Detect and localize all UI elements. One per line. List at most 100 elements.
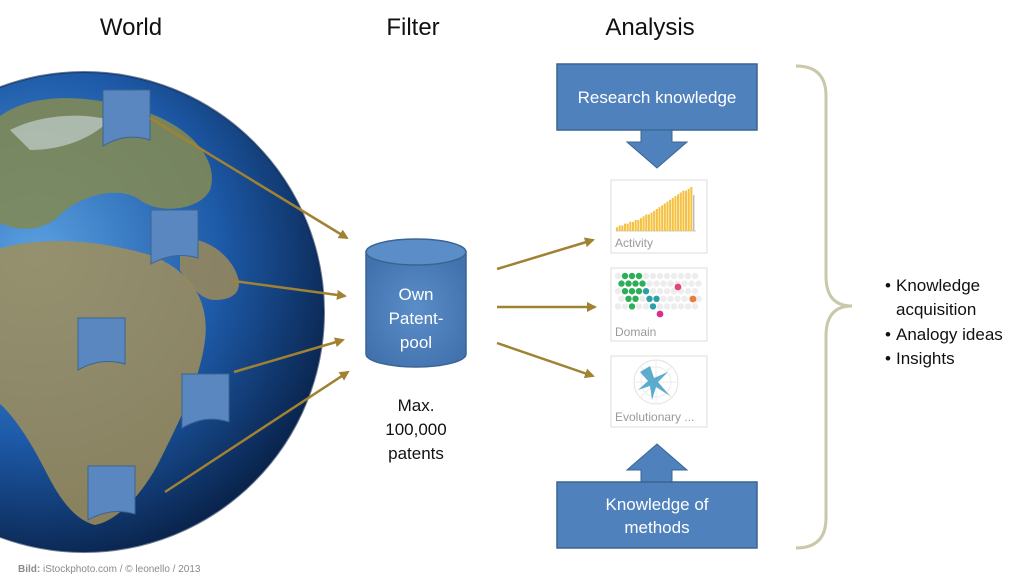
capacity-line-2: 100,000 [385,420,446,439]
outflow-arrow-1 [497,240,593,269]
domain-cell-highlight-magenta [657,311,664,318]
activity-bar [661,205,663,231]
results-list: • Knowledge acquisition • Analogy ideas … [885,276,1003,368]
domain-cell [622,273,628,279]
activity-bar [658,207,660,231]
domain-cell [632,280,638,286]
domain-cell [618,296,624,302]
activity-bar [688,189,690,231]
domain-cell [667,280,673,286]
activity-bar [685,191,687,231]
pool-line-1: Own [399,285,434,304]
domain-cell [615,273,621,279]
domain-cell [653,280,659,286]
pool-line-3: pool [400,333,432,352]
activity-bar [653,211,655,231]
domain-cell [653,296,659,302]
domain-cell [646,280,652,286]
domain-cell [622,303,628,309]
domain-cell [615,288,621,294]
research-down-arrow [627,130,687,168]
outflow-arrows [497,240,595,376]
patent-document-1 [103,90,150,146]
patent-document-5 [88,466,135,520]
domain-card-label: Domain [615,325,656,339]
result-2-line-1: Analogy ideas [896,325,1003,344]
domain-cell [664,288,670,294]
result-1-line-2: acquisition [896,300,976,319]
domain-cell [664,303,670,309]
domain-cell [636,303,642,309]
domain-cell [650,303,656,309]
result-1-line-1: Knowledge [896,276,980,295]
domain-cell [618,280,624,286]
activity-bar [690,187,692,231]
domain-card[interactable]: Domain [611,268,707,341]
activity-bar [619,226,621,232]
domain-cell [646,296,652,302]
activity-bar [629,222,631,231]
activity-bar [616,227,618,231]
earth-globe-image [0,72,324,552]
domain-cell-highlight-orange [690,296,697,303]
activity-bar [674,196,676,231]
domain-cell [657,288,663,294]
activity-bar [621,226,623,232]
activity-bar [648,215,650,232]
domain-cell [667,296,673,302]
domain-cell [636,273,642,279]
domain-cell-highlight-pink [675,284,682,291]
header-filter: Filter [386,14,439,41]
credit-text: iStockphoto.com / © leonello / 2013 [40,564,201,575]
result-item-3: • Insights [885,349,955,368]
domain-cell [674,296,680,302]
evolutionary-card-label: Evolutionary ... [615,410,694,424]
activity-bar [677,194,679,231]
result-item-2: • Analogy ideas [885,325,1003,344]
activity-bar [682,191,684,231]
outflow-arrow-3 [497,343,593,376]
domain-cell [625,296,631,302]
results-brace [796,66,852,548]
activity-bar [656,209,658,231]
domain-cell [622,288,628,294]
domain-cell [692,303,698,309]
research-knowledge-box: Research knowledge [557,64,757,130]
capacity-line-1: Max. [398,396,435,415]
evolutionary-card[interactable]: Evolutionary ... [611,356,707,427]
domain-cell [632,296,638,302]
domain-cell [657,273,663,279]
domain-cell [643,273,649,279]
bullet-dot: • [885,349,891,368]
domain-cell [681,296,687,302]
domain-cell [685,273,691,279]
patent-pool-cylinder: Own Patent- pool [366,239,466,367]
bullet-dot: • [885,276,891,295]
capacity-line-3: patents [388,444,444,463]
activity-bar [643,216,645,231]
activity-bar [632,222,634,231]
activity-card-label: Activity [615,236,653,250]
domain-cell [678,303,684,309]
methods-up-arrow [627,444,687,482]
activity-card[interactable]: Activity [611,180,707,253]
header-analysis: Analysis [605,14,694,41]
patent-document-3 [78,318,125,370]
activity-bar [640,218,642,231]
domain-cell [681,280,687,286]
domain-cell [671,303,677,309]
domain-cell [692,288,698,294]
domain-cell [639,280,645,286]
bullet-dot: • [885,325,891,344]
pool-line-2: Patent- [389,309,444,328]
methods-line-1: Knowledge of [605,495,708,514]
domain-cell [636,288,642,294]
activity-bar [669,200,671,231]
domain-cell [688,280,694,286]
activity-bar [645,215,647,232]
domain-cell [671,273,677,279]
methods-line-2: methods [624,518,689,537]
activity-bar [635,220,637,231]
domain-cell [643,288,649,294]
